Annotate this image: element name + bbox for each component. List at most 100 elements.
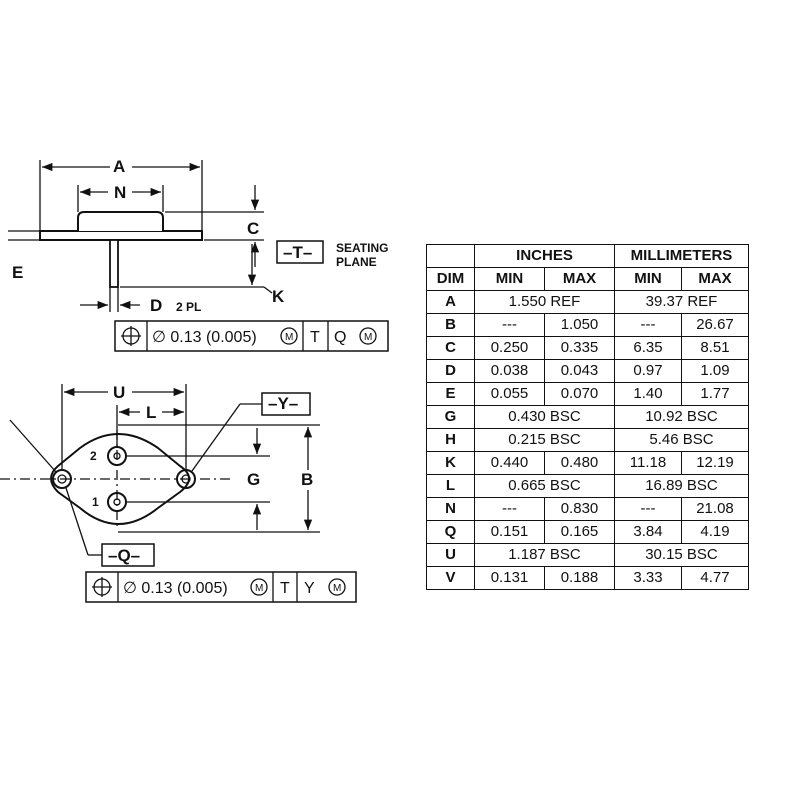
- row-mm-value: 16.89 BSC: [614, 474, 749, 498]
- row-inches-value: 1.550 REF: [474, 290, 615, 314]
- dim-label-d: D: [150, 296, 162, 315]
- row-dim: N: [426, 497, 475, 521]
- seating-plane-label-1: SEATING: [336, 241, 388, 255]
- fcf-top-tolerance: ∅ 0.13 (0.005): [152, 329, 257, 346]
- header-dim: DIM: [426, 267, 475, 291]
- row-dim: K: [426, 451, 475, 475]
- row-mm-max: 21.08: [681, 497, 749, 521]
- row-inches-value: 0.430 BSC: [474, 405, 615, 429]
- row-mm-min: 0.97: [614, 359, 682, 383]
- dim-label-u: U: [113, 383, 125, 402]
- row-dim: L: [426, 474, 475, 498]
- dim-label-g: G: [247, 470, 260, 489]
- row-mm-min: 3.84: [614, 520, 682, 544]
- row-dim: Q: [426, 520, 475, 544]
- row-dim: A: [426, 290, 475, 314]
- row-mm-min: ---: [614, 313, 682, 337]
- fcf-bottom-datum2: Y: [304, 580, 315, 597]
- row-mm-max: 12.19: [681, 451, 749, 475]
- row-mm-min: 3.33: [614, 566, 682, 590]
- header-inches: INCHES: [474, 244, 615, 268]
- header-mm-min: MIN: [614, 267, 682, 291]
- fcf-top-modifier: M: [285, 332, 293, 343]
- row-mm-min: 6.35: [614, 336, 682, 360]
- fcf-bottom-datum1: T: [280, 580, 290, 597]
- row-mm-value: 30.15 BSC: [614, 543, 749, 567]
- dimension-table: INCHES MILLIMETERS DIM MIN MAX MIN MAX A…: [426, 244, 749, 590]
- row-mm-min: 11.18: [614, 451, 682, 475]
- row-mm-max: 26.67: [681, 313, 749, 337]
- table-row: N---0.830---21.08: [426, 497, 749, 521]
- pin-1-label: 1: [92, 495, 99, 509]
- datum-t-label: –T–: [283, 243, 312, 262]
- row-inches-min: 0.151: [474, 520, 545, 544]
- row-inches-min: ---: [474, 313, 545, 337]
- row-dim: G: [426, 405, 475, 429]
- row-mm-max: 1.77: [681, 382, 749, 406]
- row-inches-max: 0.070: [544, 382, 615, 406]
- dim-label-b: B: [301, 470, 313, 489]
- row-dim: H: [426, 428, 475, 452]
- row-inches-min: 0.055: [474, 382, 545, 406]
- fcf-bottom-modifier2: M: [333, 583, 341, 594]
- side-view: [8, 160, 324, 312]
- row-inches-max: 0.043: [544, 359, 615, 383]
- row-mm-value: 5.46 BSC: [614, 428, 749, 452]
- row-inches-min: 0.440: [474, 451, 545, 475]
- row-mm-max: 4.77: [681, 566, 749, 590]
- fcf-bottom-modifier: M: [255, 583, 263, 594]
- dim-label-a: A: [113, 157, 125, 176]
- dim-label-n: N: [114, 183, 126, 202]
- row-dim: C: [426, 336, 475, 360]
- header-inches-min: MIN: [474, 267, 545, 291]
- row-inches-max: 1.050: [544, 313, 615, 337]
- table-row: B---1.050---26.67: [426, 313, 749, 337]
- dim-label-e: E: [12, 263, 23, 282]
- table-corner-cell: [426, 244, 475, 268]
- row-mm-value: 10.92 BSC: [614, 405, 749, 429]
- fcf-bottom-tolerance: ∅ 0.13 (0.005): [123, 580, 228, 597]
- row-inches-max: 0.188: [544, 566, 615, 590]
- fcf-top-datum1: T: [310, 329, 320, 346]
- datum-q-label: –Q–: [108, 546, 140, 565]
- row-dim: B: [426, 313, 475, 337]
- fcf-bottom-frame: [85, 571, 357, 603]
- row-mm-max: 8.51: [681, 336, 749, 360]
- row-dim: U: [426, 543, 475, 567]
- row-inches-max: 0.335: [544, 336, 615, 360]
- row-inches-min: 0.131: [474, 566, 545, 590]
- fcf-top-frame: [114, 320, 389, 352]
- bottom-view: [0, 384, 320, 567]
- row-dim: D: [426, 359, 475, 383]
- row-inches-value: 0.215 BSC: [474, 428, 615, 452]
- pin-2-label: 2: [90, 449, 97, 463]
- row-inches-max: 0.165: [544, 520, 615, 544]
- row-mm-min: 1.40: [614, 382, 682, 406]
- row-mm-max: 4.19: [681, 520, 749, 544]
- dim-label-d-count: 2 PL: [176, 300, 201, 314]
- dim-label-k: K: [272, 287, 285, 306]
- datum-y-label: –Y–: [268, 394, 298, 413]
- dim-label-l: L: [146, 403, 156, 422]
- header-millimeters: MILLIMETERS: [614, 244, 749, 268]
- seating-plane-label-2: PLANE: [336, 255, 377, 269]
- fcf-top-modifier2: M: [364, 332, 372, 343]
- row-inches-value: 1.187 BSC: [474, 543, 615, 567]
- header-inches-max: MAX: [544, 267, 615, 291]
- row-dim: E: [426, 382, 475, 406]
- row-inches-min: ---: [474, 497, 545, 521]
- row-inches-max: 0.830: [544, 497, 615, 521]
